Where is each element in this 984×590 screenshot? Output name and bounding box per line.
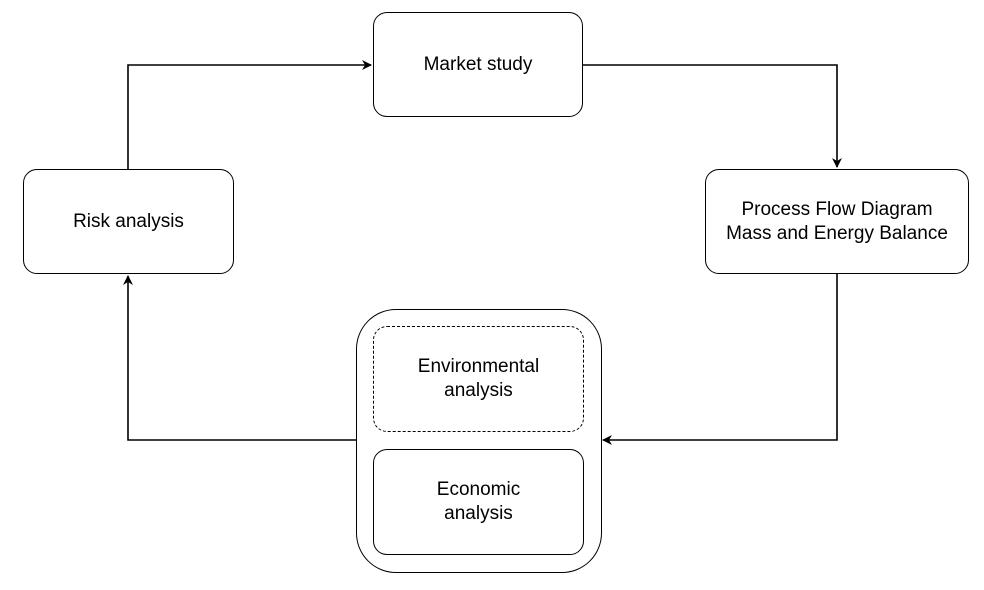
environmental-analysis-label: Environmental analysis [417,356,540,401]
edge-risk-to-market [127,60,372,169]
process-flow-label: Process Flow Diagram Mass and Energy Bal… [726,198,948,244]
market-study-label: Market study [423,53,533,75]
environmental-analysis-node[interactable]: Environmental analysis [373,326,584,432]
edge-market-to-process [583,64,842,168]
edge-assessment-to-risk [123,275,356,441]
process-flow-node[interactable]: Process Flow Diagram Mass and Energy Bal… [705,169,969,274]
risk-analysis-node[interactable]: Risk analysis [23,169,234,274]
economic-analysis-label: Economic analysis [436,479,521,524]
market-study-node[interactable]: Market study [373,12,583,117]
edge-process-to-assessment [602,273,838,445]
risk-analysis-label: Risk analysis [73,210,184,232]
economic-analysis-node[interactable]: Economic analysis [373,449,584,555]
